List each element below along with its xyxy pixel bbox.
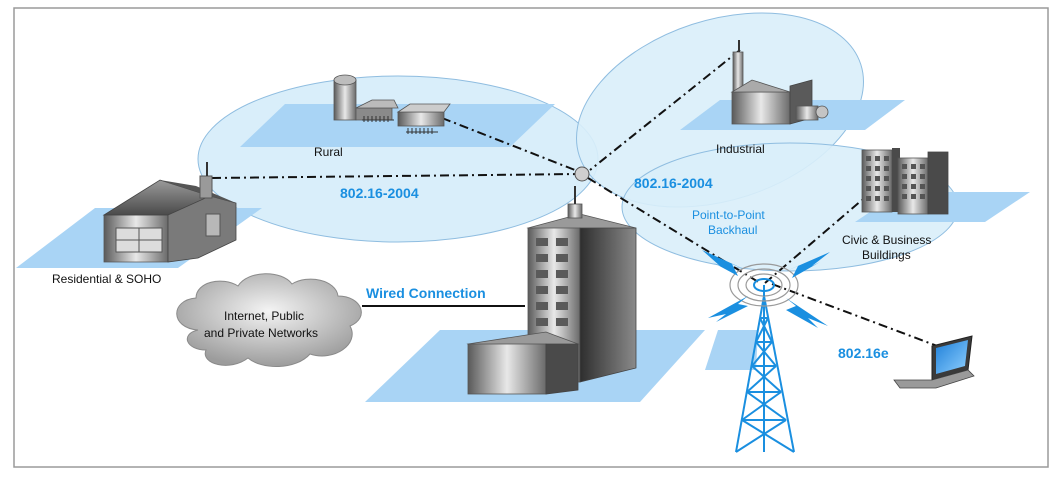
- laptop-keyboard-icon: [893, 369, 975, 389]
- industrial-plant: [730, 40, 829, 125]
- residential-link-line: [211, 173, 581, 179]
- laptop: [893, 335, 975, 389]
- barn-icon: [397, 111, 445, 127]
- standard-right-label: 802.16-2004: [634, 175, 713, 191]
- wired-connection-label: Wired Connection: [366, 285, 486, 301]
- ground-planes: [16, 100, 1030, 402]
- cloud-label-line1: Internet, Public: [224, 309, 304, 323]
- laptop-screen-icon: [936, 340, 968, 374]
- mobile-link-line: [771, 283, 949, 351]
- base-station-dish-icon: [574, 166, 590, 182]
- rural-link-line: [441, 117, 581, 173]
- civic-label-line2: Buildings: [862, 248, 911, 262]
- backhaul-link-line: [587, 177, 761, 284]
- residential-antenna-icon: [199, 175, 213, 199]
- rural-coverage-ellipse: [197, 75, 599, 243]
- cloud-icon: [176, 273, 362, 368]
- tower-ground-plane: [705, 330, 758, 370]
- fence-icon: [362, 116, 394, 122]
- rural-label: Rural: [314, 145, 343, 159]
- rural-ground-plane: [240, 104, 555, 147]
- cloud-label-line2: and Private Networks: [204, 326, 318, 340]
- residential-label: Residential & SOHO: [52, 272, 161, 286]
- civic-buildings: [861, 148, 949, 215]
- link-lines: [211, 49, 949, 351]
- civic-label-line1: Civic & Business: [842, 233, 931, 247]
- residential-house: [102, 162, 237, 263]
- mobile-standard-label: 802.16e: [838, 345, 889, 361]
- network-cloud: [176, 273, 362, 368]
- rural-farm: [333, 74, 451, 134]
- signal-burst-icons: [702, 250, 830, 328]
- civic-link-line: [764, 199, 863, 284]
- silo-icon: [333, 79, 357, 121]
- industrial-link-line: [589, 49, 741, 171]
- rooftop-antenna-icon: [567, 203, 583, 219]
- transmission-tower: [702, 250, 830, 453]
- diagram-labels: Rural Industrial Residential & SOHO 802.…: [52, 142, 931, 361]
- ptp-label-line1: Point-to-Point: [692, 208, 765, 222]
- central-building: [466, 166, 637, 395]
- industrial-label: Industrial: [716, 142, 765, 156]
- ptp-label-line2: Backhaul: [708, 223, 757, 237]
- standard-left-label: 802.16-2004: [340, 185, 419, 201]
